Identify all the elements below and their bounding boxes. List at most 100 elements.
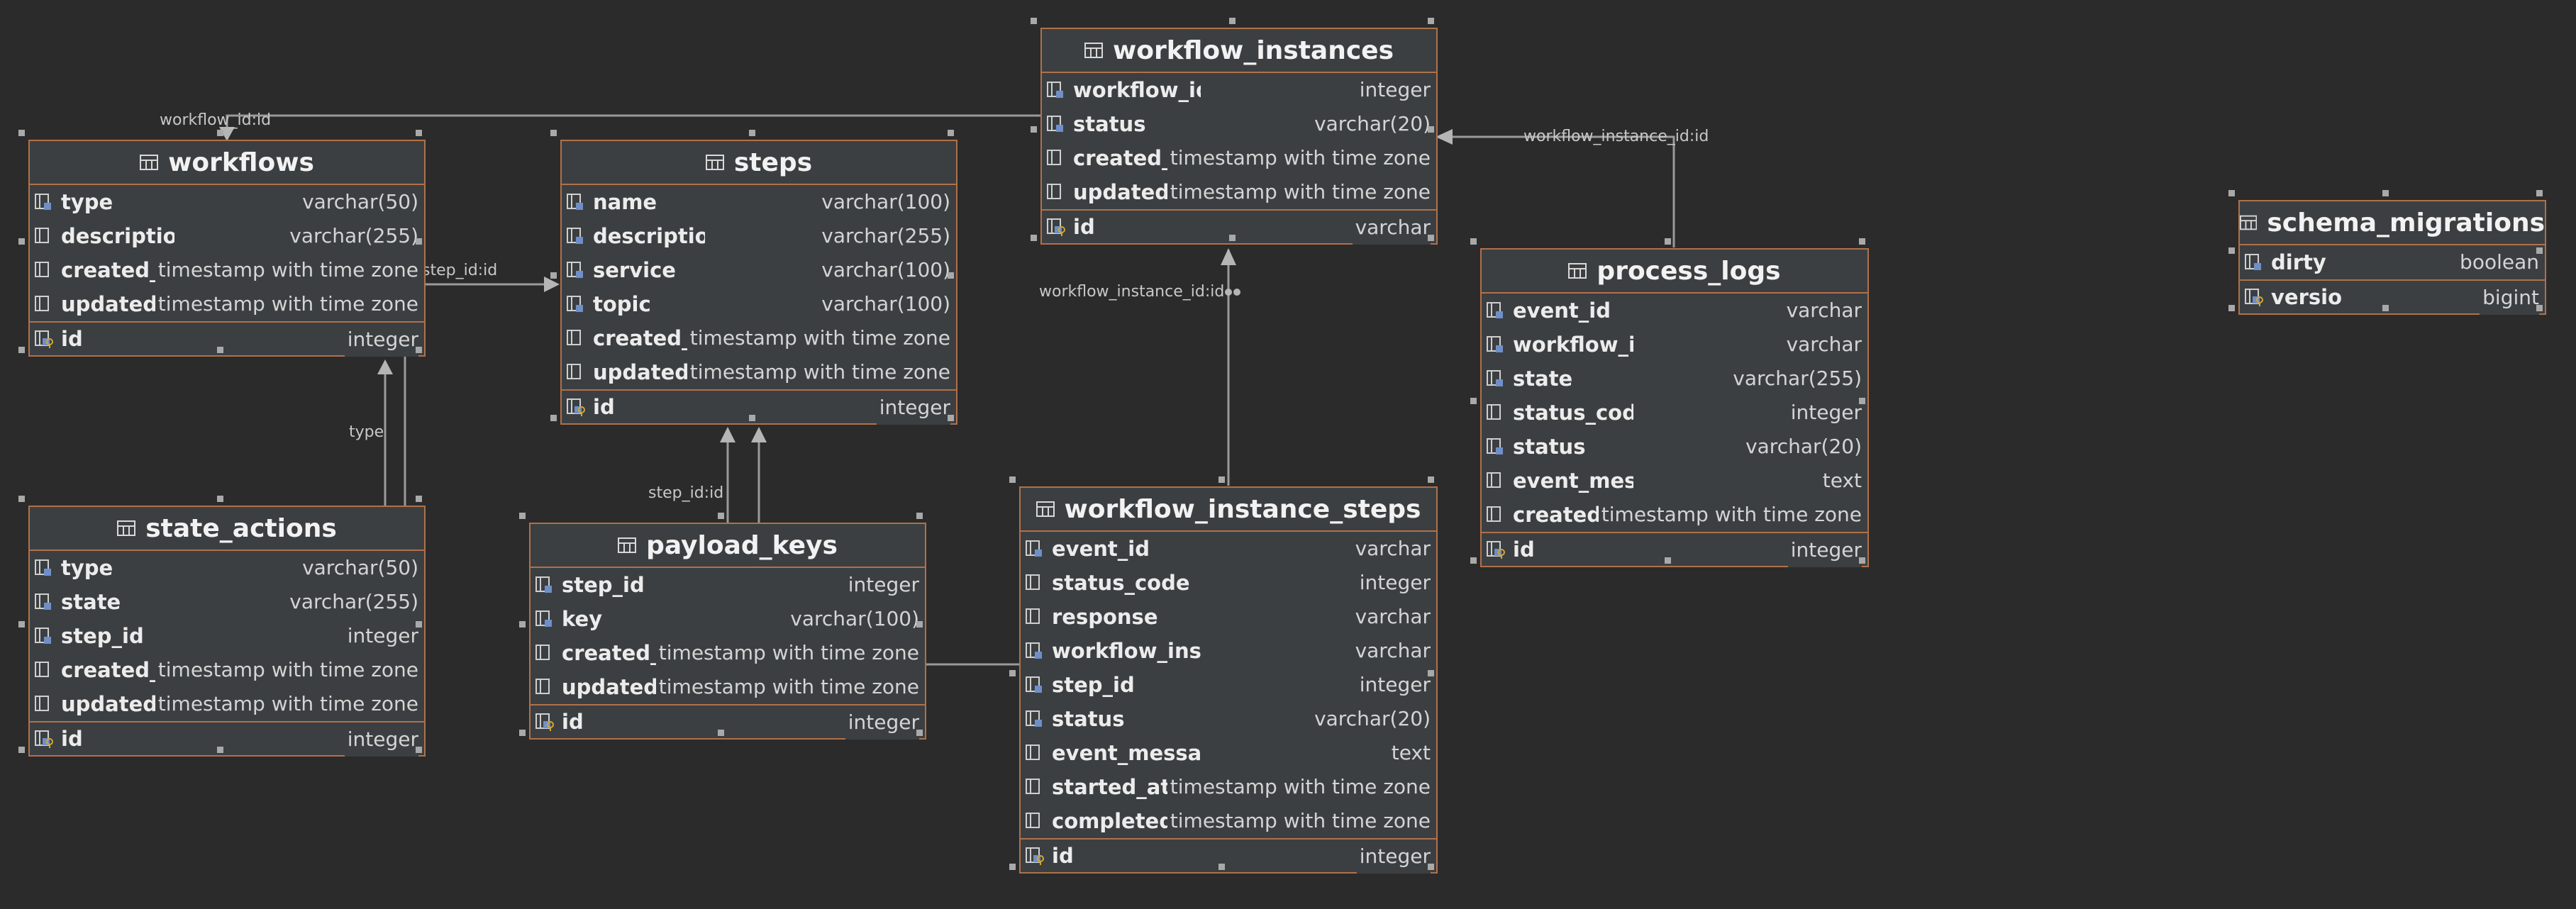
selection-handle[interactable] [1470, 398, 1477, 404]
selection-handle[interactable] [948, 130, 954, 136]
table-schema-migrations[interactable]: schema_migrationsdirtybooleanversionbigi… [2238, 200, 2546, 315]
table-workflows[interactable]: workflowstypevarchar(50)descriptionvarch… [28, 140, 426, 357]
table-header[interactable]: payload_keys [531, 524, 925, 568]
selection-handle[interactable] [948, 272, 954, 279]
selection-handle[interactable] [550, 415, 557, 421]
table-header[interactable]: steps [562, 141, 956, 185]
table-header[interactable]: workflows [30, 141, 424, 185]
selection-handle[interactable] [1229, 235, 1236, 241]
selection-handle[interactable] [416, 130, 422, 136]
selection-handle[interactable] [416, 347, 422, 353]
selection-handle[interactable] [2536, 190, 2543, 196]
selection-handle[interactable] [1009, 670, 1016, 676]
column-row[interactable]: descriptionvarchar(255) [562, 219, 956, 253]
selection-handle[interactable] [217, 347, 223, 353]
selection-handle[interactable] [1218, 476, 1225, 483]
selection-handle[interactable] [416, 496, 422, 502]
selection-handle[interactable] [416, 621, 422, 628]
selection-handle[interactable] [18, 238, 25, 245]
selection-handle[interactable] [2536, 247, 2543, 254]
selection-handle[interactable] [18, 347, 25, 353]
selection-handle[interactable] [1229, 18, 1236, 24]
selection-handle[interactable] [1665, 238, 1671, 245]
selection-handle[interactable] [749, 415, 755, 421]
table-header[interactable]: workflow_instances [1042, 29, 1436, 73]
selection-handle[interactable] [2382, 190, 2389, 196]
selection-handle[interactable] [718, 730, 724, 736]
selection-handle[interactable] [916, 621, 923, 628]
table-header[interactable]: workflow_instance_steps [1021, 488, 1436, 532]
selection-handle[interactable] [1470, 557, 1477, 564]
selection-handle[interactable] [18, 496, 25, 502]
selection-handle[interactable] [1428, 235, 1434, 241]
selection-handle[interactable] [2228, 247, 2235, 254]
selection-handle[interactable] [1031, 126, 1037, 133]
selection-handle[interactable] [1218, 864, 1225, 870]
connector-step-id-state-actions[interactable] [404, 283, 557, 506]
selection-handle[interactable] [749, 130, 755, 136]
connector-workflow-id[interactable] [226, 114, 1041, 138]
column-row[interactable]: event_messagetext [1482, 464, 1867, 498]
selection-handle[interactable] [1428, 126, 1434, 133]
selection-handle[interactable] [948, 415, 954, 421]
table-header[interactable]: state_actions [30, 507, 424, 551]
selection-handle[interactable] [416, 238, 422, 245]
selection-handle[interactable] [1009, 864, 1016, 870]
selection-handle[interactable] [2228, 190, 2235, 196]
selection-handle[interactable] [18, 130, 25, 136]
selection-handle[interactable] [217, 747, 223, 753]
selection-handle[interactable] [550, 130, 557, 136]
selection-handle[interactable] [1031, 18, 1037, 24]
selection-handle[interactable] [1859, 557, 1865, 564]
table-header[interactable]: process_logs [1482, 250, 1867, 294]
selection-handle[interactable] [519, 513, 526, 519]
selection-handle[interactable] [18, 747, 25, 753]
selection-handle[interactable] [916, 730, 923, 736]
selection-handle[interactable] [916, 513, 923, 519]
selection-handle[interactable] [2536, 305, 2543, 311]
selection-handle[interactable] [217, 130, 223, 136]
selection-handle[interactable] [1428, 18, 1434, 24]
selection-handle[interactable] [519, 730, 526, 736]
column-row[interactable]: descriptionvarchar(255) [30, 219, 424, 253]
selection-handle[interactable] [2382, 305, 2389, 311]
selection-handle[interactable] [416, 747, 422, 753]
selection-handle[interactable] [1009, 476, 1016, 483]
